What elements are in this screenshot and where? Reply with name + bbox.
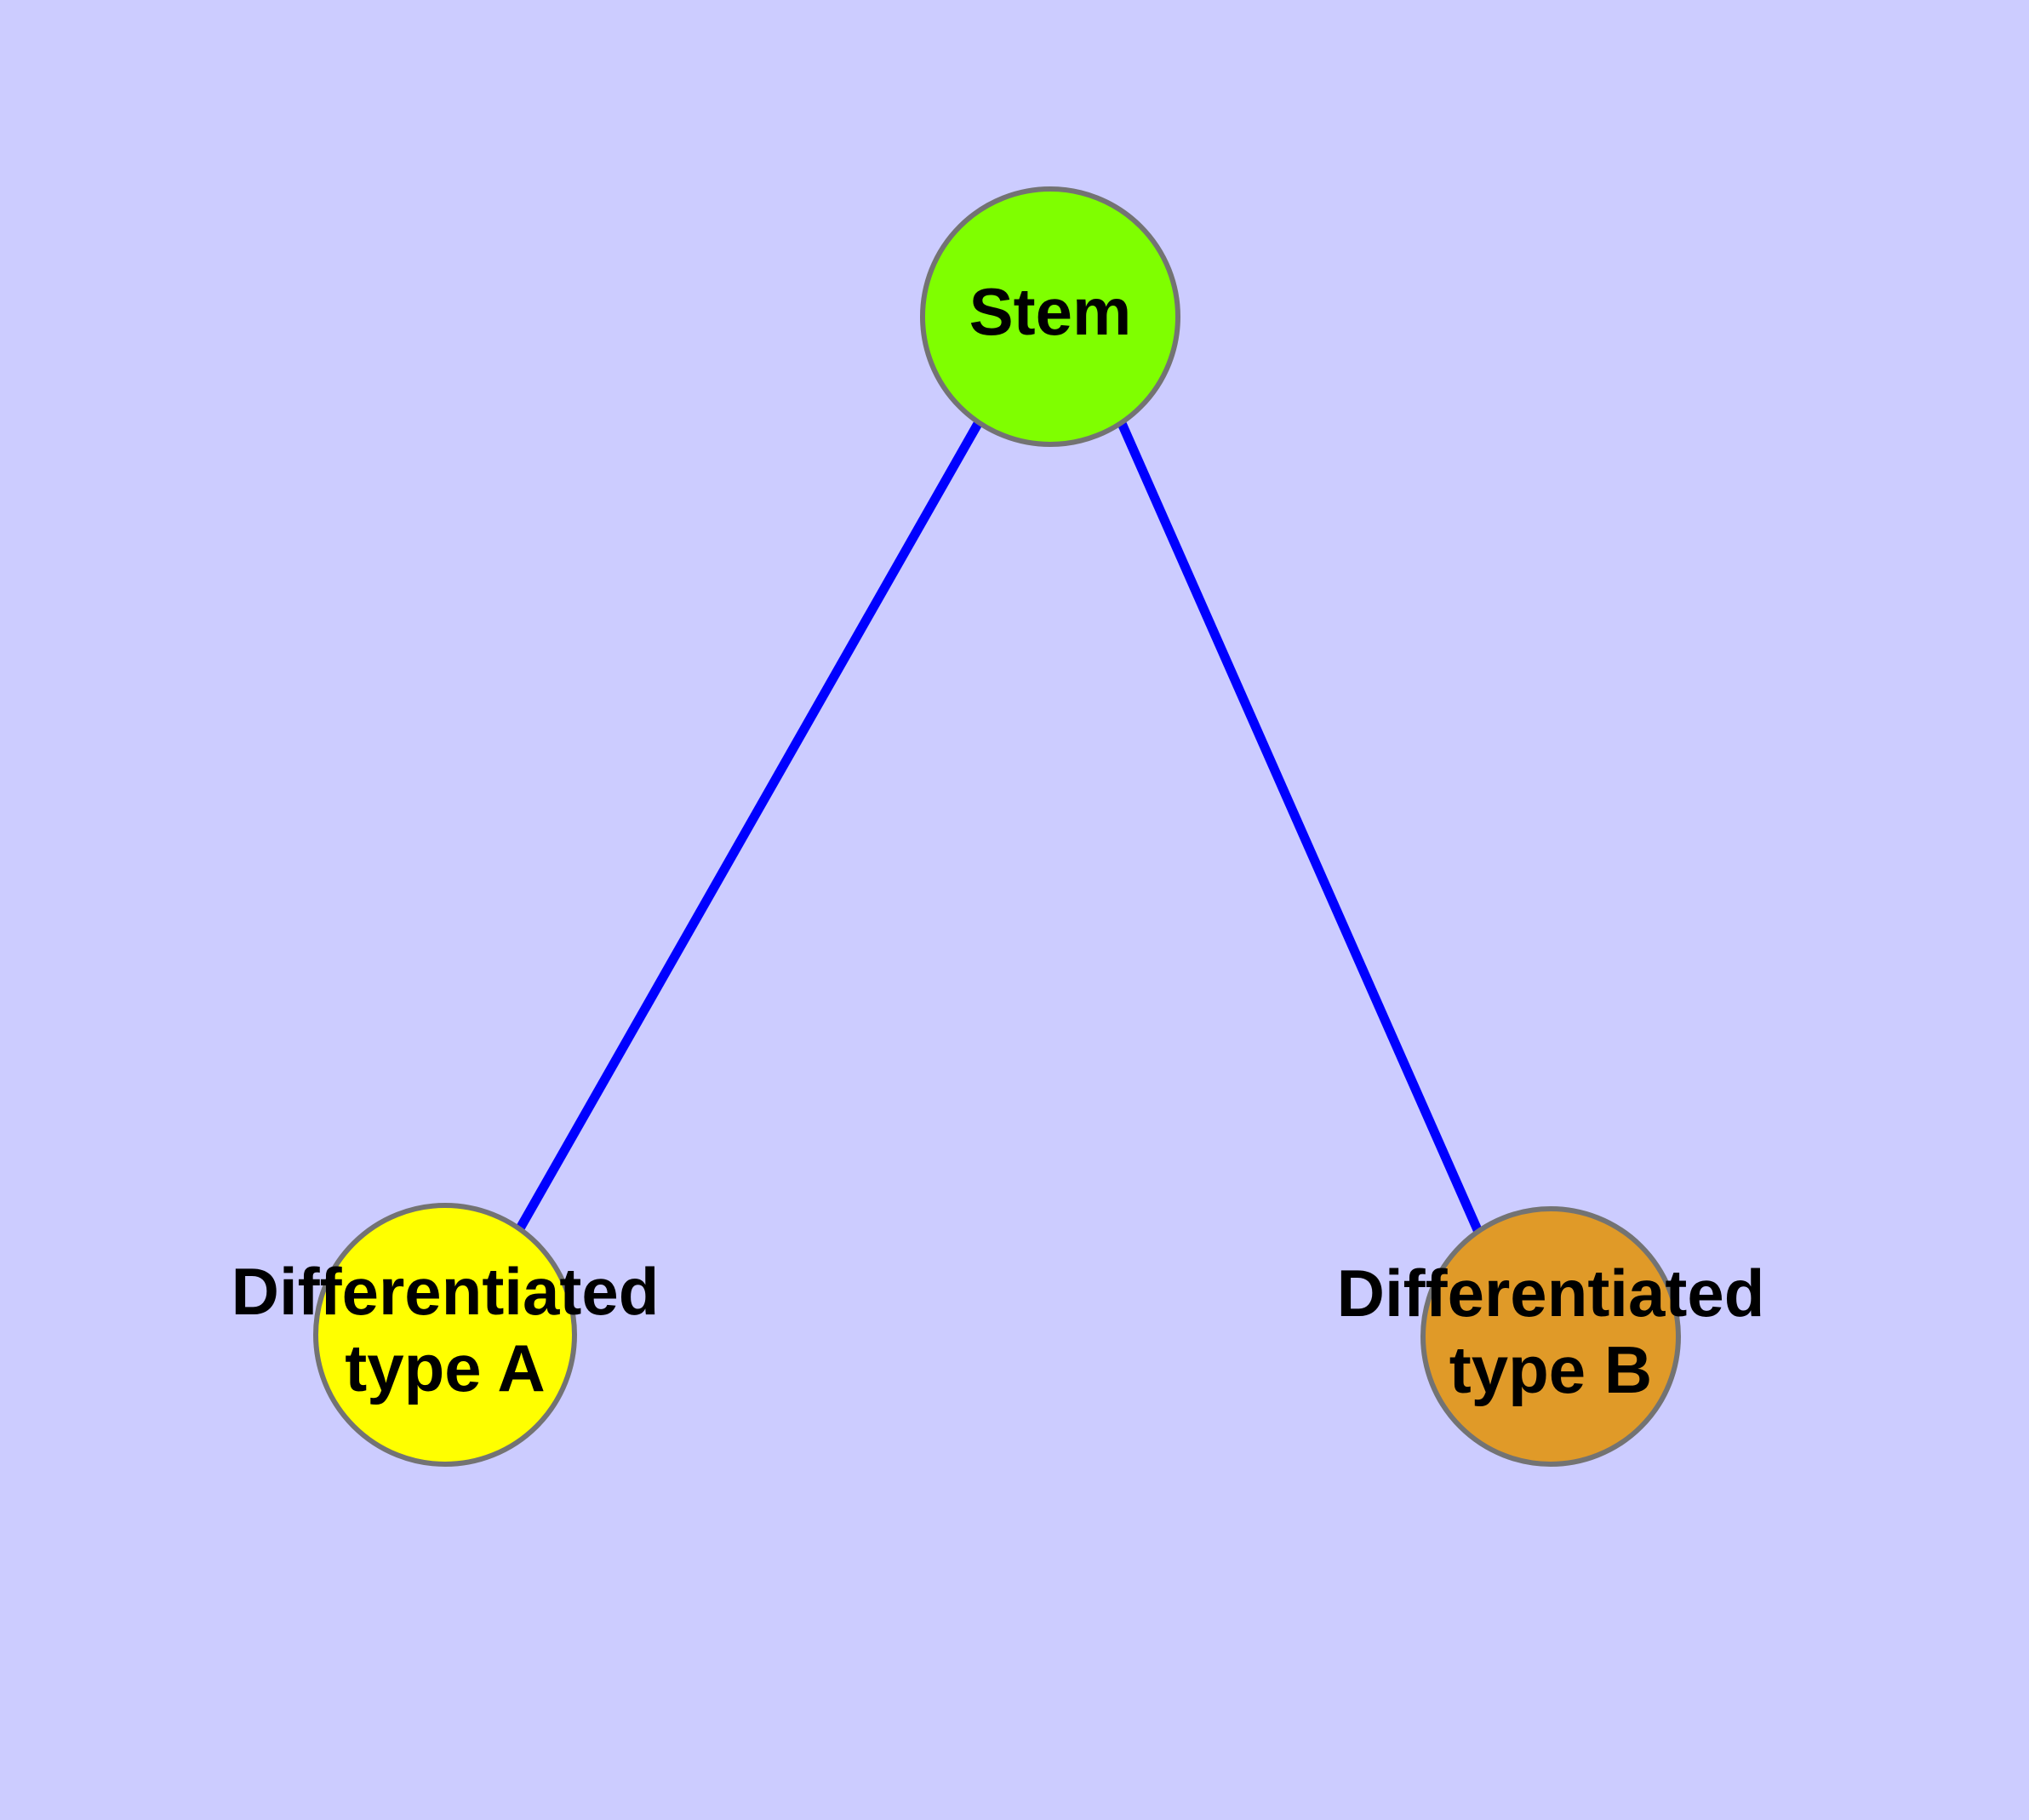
node-label-line: Stem bbox=[969, 274, 1132, 349]
node-label-line: type B bbox=[1449, 1332, 1652, 1407]
node-label-stem: Stem bbox=[969, 274, 1132, 349]
nodes-layer bbox=[313, 186, 1681, 1467]
node-stem[interactable] bbox=[920, 186, 1180, 447]
edges-layer bbox=[516, 419, 1483, 1234]
node-diff_a[interactable] bbox=[313, 1203, 577, 1467]
node-diff_b[interactable] bbox=[1420, 1206, 1681, 1467]
node-label-line: type A bbox=[345, 1331, 546, 1405]
node-label-line: Differentiated bbox=[1337, 1255, 1765, 1330]
edge-stem-to-diff_b[interactable] bbox=[1116, 419, 1483, 1234]
node-label-line: Differentiated bbox=[231, 1253, 660, 1328]
edge-stem-to-diff_a[interactable] bbox=[516, 420, 983, 1231]
